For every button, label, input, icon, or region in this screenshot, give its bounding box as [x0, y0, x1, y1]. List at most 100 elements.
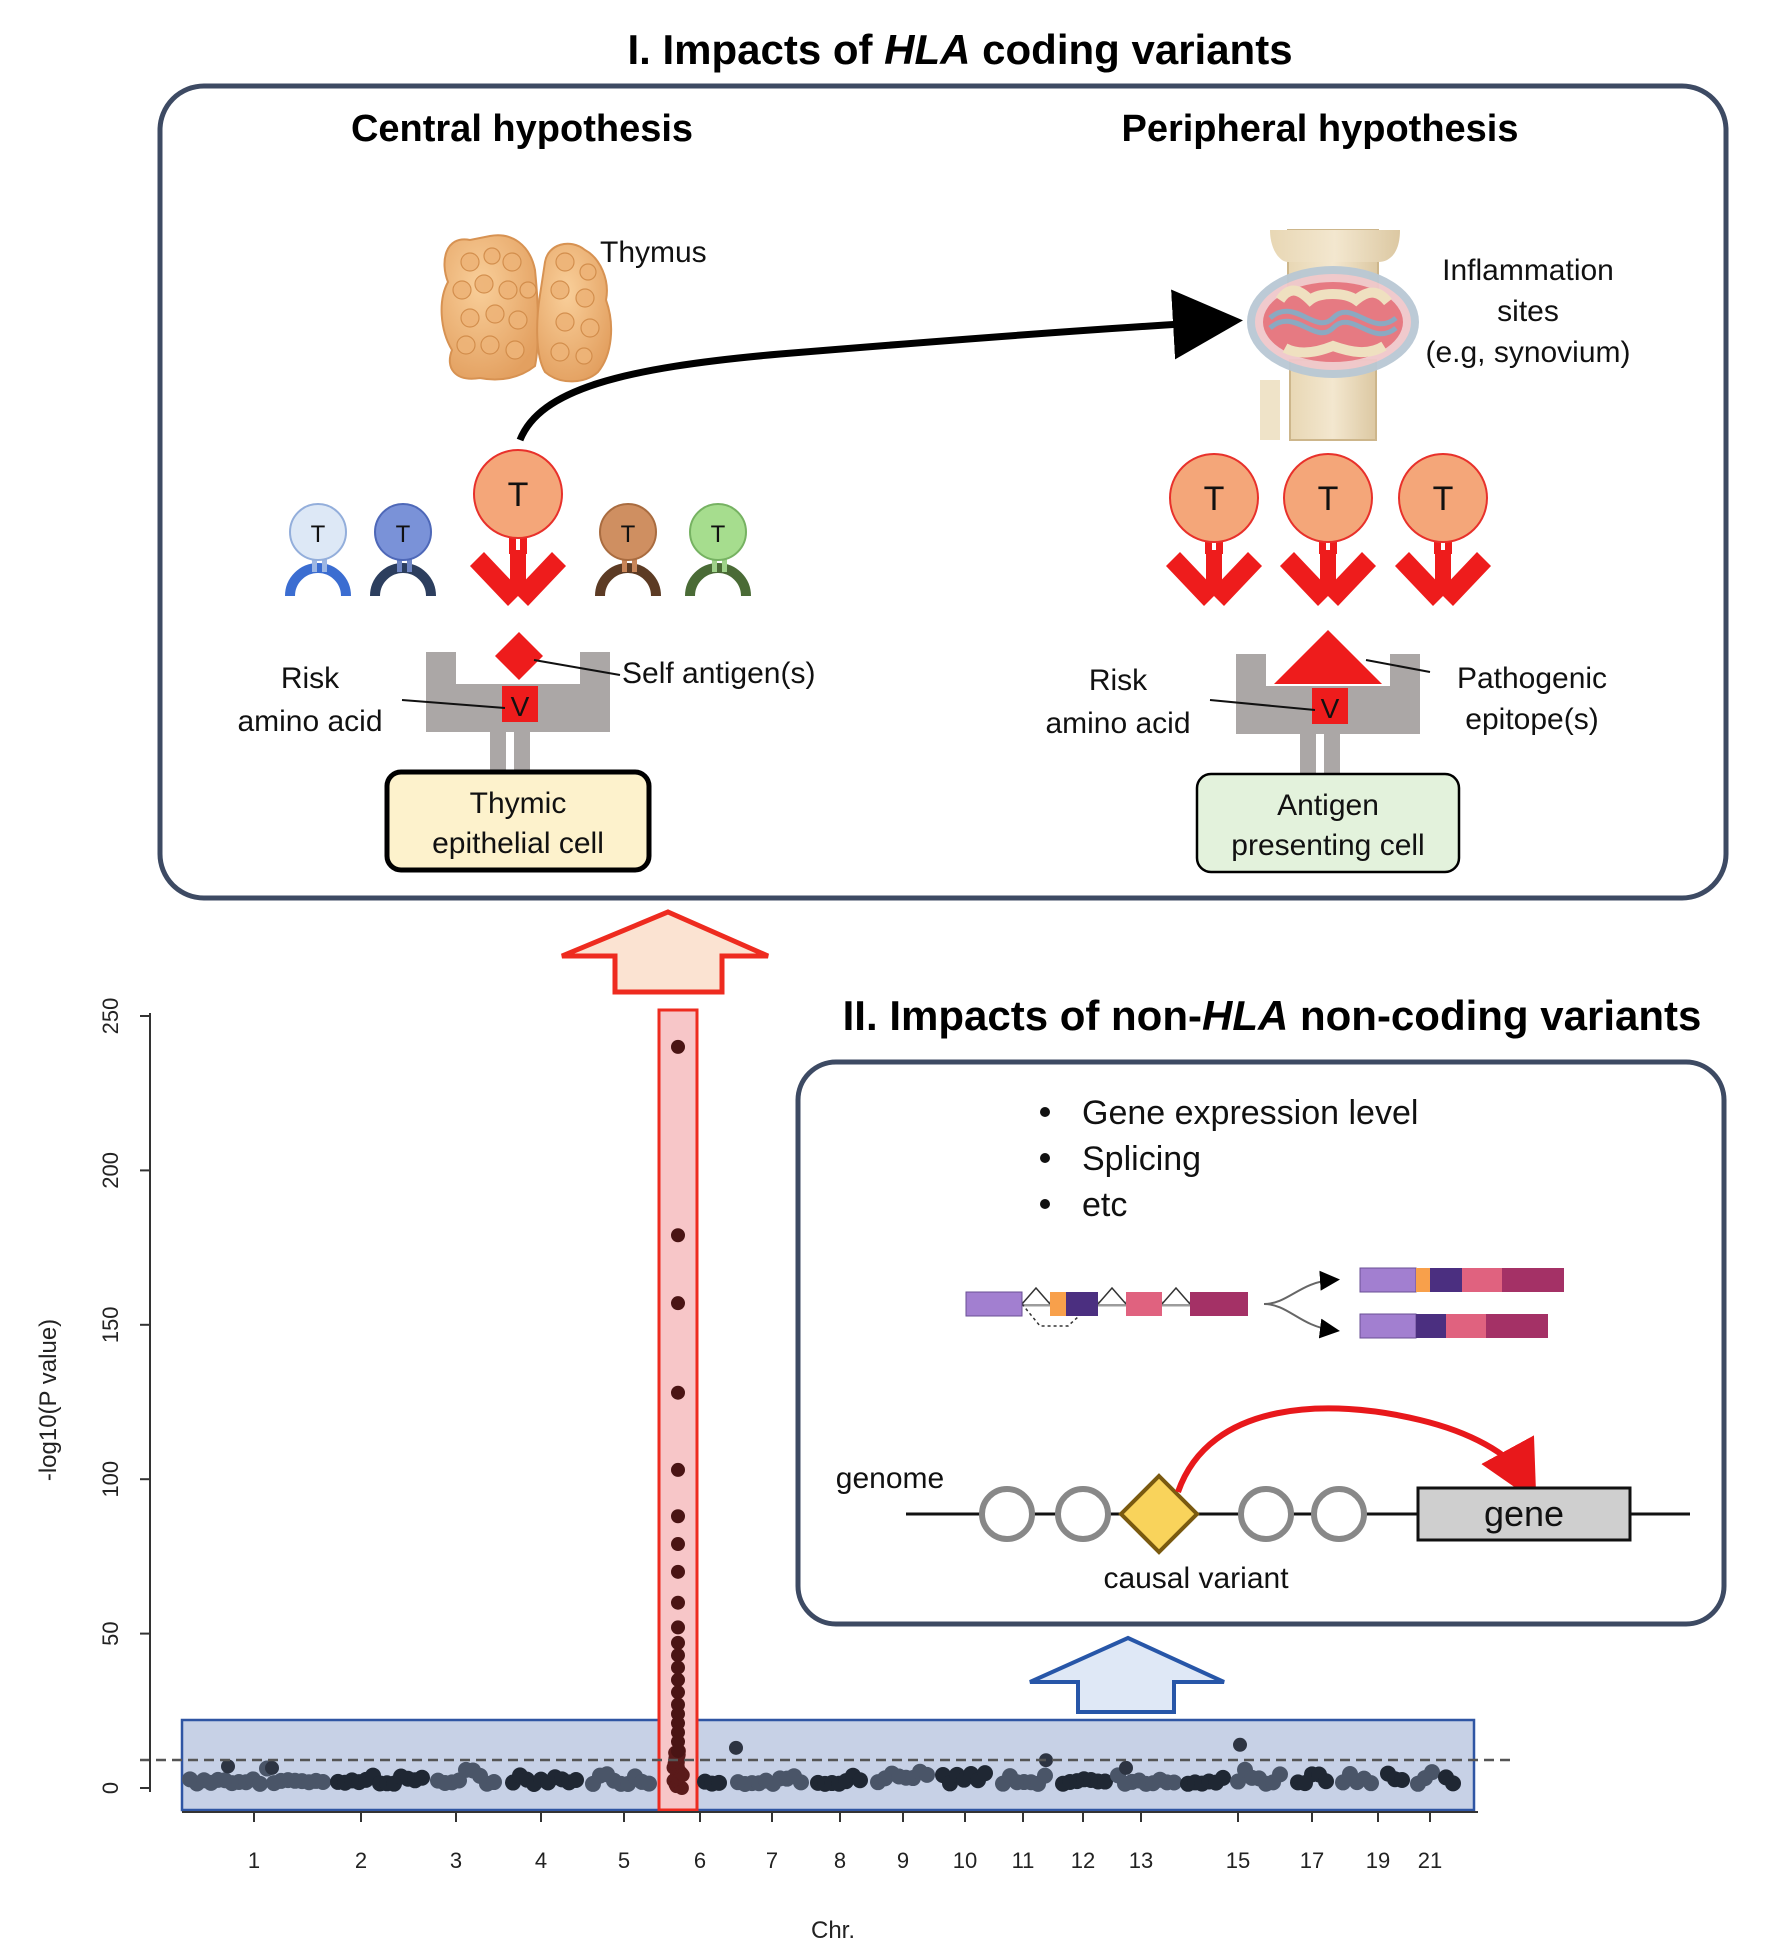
y-axis-label: -log10(P value) [35, 1319, 62, 1481]
thymic-cell-line2: epithelial cell [432, 827, 604, 860]
x-tick-label: 6 [694, 1848, 706, 1873]
manhattan-point [1445, 1775, 1461, 1792]
hla-up-arrow [561, 909, 770, 995]
central-risk-line1: Risk [281, 662, 340, 695]
section2-title: II. Impacts of non-HLA non-coding varian… [843, 992, 1702, 1039]
manhattan-point [711, 1774, 727, 1791]
x-tick-label: 15 [1226, 1848, 1250, 1873]
manhattan-point [641, 1775, 657, 1792]
hla-peak-point [671, 1385, 685, 1400]
apc-box [1195, 772, 1461, 874]
x-tick-label: 4 [535, 1848, 547, 1873]
peripheral-risk-line2: amino acid [1045, 707, 1190, 740]
bullet-list: Gene expression level Splicing etc [1040, 1094, 1418, 1224]
manhattan-point [1363, 1775, 1379, 1792]
manhattan-point [919, 1766, 935, 1783]
hla-peak-point [671, 1462, 685, 1477]
x-tick-label: 1 [248, 1848, 260, 1873]
manhattan-point [1424, 1764, 1440, 1781]
epitope-pointer [1365, 659, 1431, 673]
hit-point [1119, 1760, 1133, 1775]
hit-point [729, 1740, 743, 1755]
central-heading: Central hypothesis [351, 108, 693, 150]
causal-variant-diamond [1118, 1473, 1200, 1555]
manhattan-point [1215, 1769, 1231, 1786]
gene-box [1416, 1486, 1632, 1542]
svg-text:T: T [621, 521, 636, 548]
manhattan-point [414, 1769, 430, 1786]
epitope-line2: epitope(s) [1465, 703, 1598, 736]
hit-point [265, 1760, 279, 1775]
central-mhc: V [426, 652, 610, 772]
hit-point [221, 1759, 235, 1774]
non-hla-band-left [180, 1718, 661, 1812]
x-axis-label: Chr. [811, 1917, 855, 1944]
self-antigen-pointer [533, 659, 621, 676]
y-tick-label: 200 [98, 1152, 123, 1189]
inflammation-line3: (e.g, synovium) [1425, 336, 1630, 369]
manhattan-point [852, 1772, 868, 1789]
x-tick-label: 13 [1129, 1848, 1153, 1873]
bullet-item: etc [1082, 1186, 1127, 1224]
hla-peak-point [671, 1509, 685, 1524]
manhattan-point [1097, 1773, 1113, 1790]
hit-point [1233, 1737, 1247, 1752]
tcell-autoreactive: T [470, 449, 566, 606]
manhattan-point [1230, 1773, 1246, 1790]
peripheral-mhc: V [1236, 654, 1420, 774]
genome-label: genome [836, 1462, 944, 1495]
svg-text:T: T [396, 521, 411, 548]
y-tick-label: 50 [98, 1621, 123, 1645]
hla-peak-point [671, 1685, 685, 1700]
tcell-peripheral-1: T [1166, 453, 1262, 606]
non-hla-up-arrow [1029, 1635, 1225, 1714]
bullet-dot [1040, 1153, 1050, 1163]
x-tick-label: 17 [1300, 1848, 1324, 1873]
thymus-icon [440, 234, 613, 383]
svg-text:T: T [508, 476, 529, 514]
inflammation-line2: sites [1497, 295, 1559, 328]
manhattan-point [1166, 1774, 1182, 1791]
tcell-blue: T [370, 503, 436, 597]
hla-peak-point [671, 1660, 685, 1675]
thymus-label: Thymus [600, 236, 707, 269]
peripheral-heading: Peripheral hypothesis [1121, 108, 1518, 150]
manhattan-point [315, 1773, 331, 1790]
y-tick-label: 250 [98, 998, 123, 1035]
thymic-cell-box [384, 769, 652, 873]
hla-peak-point [671, 1564, 685, 1579]
tcell-peripheral-2: T [1280, 453, 1376, 606]
snp-circle [1238, 1486, 1294, 1542]
svg-text:T: T [311, 521, 326, 548]
snp-circle [1055, 1486, 1111, 1542]
manhattan-point [568, 1771, 584, 1788]
hla-peak-point [671, 1648, 685, 1663]
inflammation-line1: Inflammation [1442, 254, 1614, 287]
manhattan-point [1318, 1773, 1334, 1790]
gene-label: gene [1484, 1493, 1564, 1534]
manhattan-point [977, 1765, 993, 1782]
bullet-dot [1040, 1107, 1050, 1117]
x-tick-label: 8 [834, 1848, 846, 1873]
manhattan-points [182, 1039, 1461, 1795]
y-tick-label: 150 [98, 1306, 123, 1343]
snp-circle [1311, 1486, 1367, 1542]
svg-text:T: T [1433, 480, 1454, 518]
x-tick-label: 11 [1012, 1848, 1035, 1873]
tcell-pale-blue: T [285, 503, 351, 597]
self-antigen-diamond [495, 632, 543, 680]
manhattan-point [1272, 1766, 1288, 1783]
peripheral-risk-pointer [1209, 699, 1316, 711]
central-v-label: V [511, 691, 530, 722]
migration-arrow [516, 289, 1243, 442]
non-hla-band-right [695, 1718, 1476, 1812]
manhattan-point [793, 1774, 809, 1791]
hla-peak-point [671, 1228, 685, 1243]
y-tick-label: 0 [98, 1782, 123, 1794]
regulation-arrow [1175, 1405, 1537, 1503]
thymic-cell-line1: Thymic [470, 787, 567, 820]
